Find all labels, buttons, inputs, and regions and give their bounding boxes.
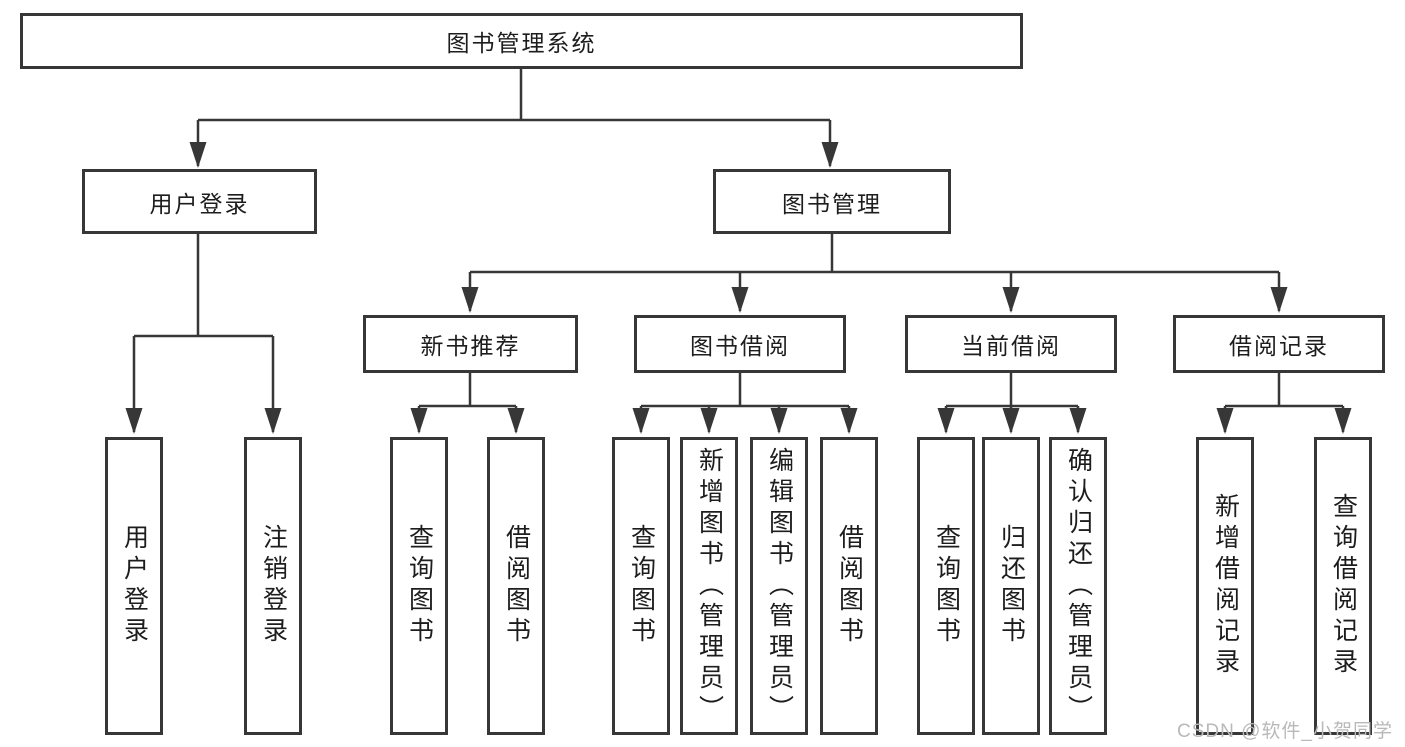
node-label: 图书借阅	[690, 333, 790, 359]
leaf-bw-edit-books-admin: 编辑图书（管理员）	[750, 437, 808, 735]
node-label: 用户登录	[149, 190, 250, 217]
leaf-label: 查询图书	[627, 524, 656, 648]
leaf-label: 查询借阅记录	[1329, 493, 1358, 679]
node-label: 新书推荐	[420, 333, 521, 359]
leaf-label: 借阅图书	[502, 524, 531, 648]
leaf-rec-query-borrow-record: 查询借阅记录	[1314, 437, 1372, 735]
node-label: 当前借阅	[961, 333, 1061, 359]
leaf-label: 归还图书	[997, 524, 1026, 648]
leaf-label: 确认归还（管理员）	[1064, 446, 1093, 726]
leaf-logout: 注销登录	[244, 437, 302, 735]
leaf-nb-borrow-books: 借阅图书	[487, 437, 545, 735]
leaf-cur-confirm-return-admin: 确认归还（管理员）	[1049, 437, 1107, 735]
node-root-book-management-system: 图书管理系统	[20, 13, 1023, 69]
node-user-login: 用户登录	[82, 169, 317, 234]
leaf-label: 借阅图书	[835, 524, 864, 648]
leaf-label: 用户登录	[120, 524, 149, 648]
node-current-borrow: 当前借阅	[905, 315, 1117, 373]
leaf-label: 注销登录	[259, 524, 288, 648]
leaf-label: 查询图书	[932, 524, 961, 648]
node-book-borrow: 图书借阅	[634, 315, 846, 373]
node-new-book-recommend: 新书推荐	[363, 315, 578, 373]
node-borrow-records: 借阅记录	[1173, 315, 1385, 373]
watermark: CSDN @软件_小贺同学	[1177, 721, 1393, 742]
leaf-cur-query-books: 查询图书	[917, 437, 975, 735]
leaf-label: 新增图书（管理员）	[695, 446, 724, 726]
leaf-bw-borrow-books: 借阅图书	[820, 437, 878, 735]
node-label: 图书管理系统	[446, 30, 597, 56]
leaf-label: 编辑图书（管理员）	[765, 446, 794, 726]
leaf-label: 新增借阅记录	[1211, 493, 1240, 679]
node-label: 图书管理	[782, 190, 882, 217]
leaf-bw-add-books-admin: 新增图书（管理员）	[680, 437, 738, 735]
leaf-bw-query-books: 查询图书	[612, 437, 670, 735]
leaf-user-login: 用户登录	[105, 437, 163, 735]
leaf-cur-return-books: 归还图书	[982, 437, 1040, 735]
node-book-management: 图书管理	[713, 169, 951, 234]
leaf-label: 查询图书	[405, 524, 434, 648]
leaf-rec-add-borrow-record: 新增借阅记录	[1196, 437, 1254, 735]
node-label: 借阅记录	[1229, 333, 1329, 359]
leaf-nb-query-books: 查询图书	[390, 437, 448, 735]
